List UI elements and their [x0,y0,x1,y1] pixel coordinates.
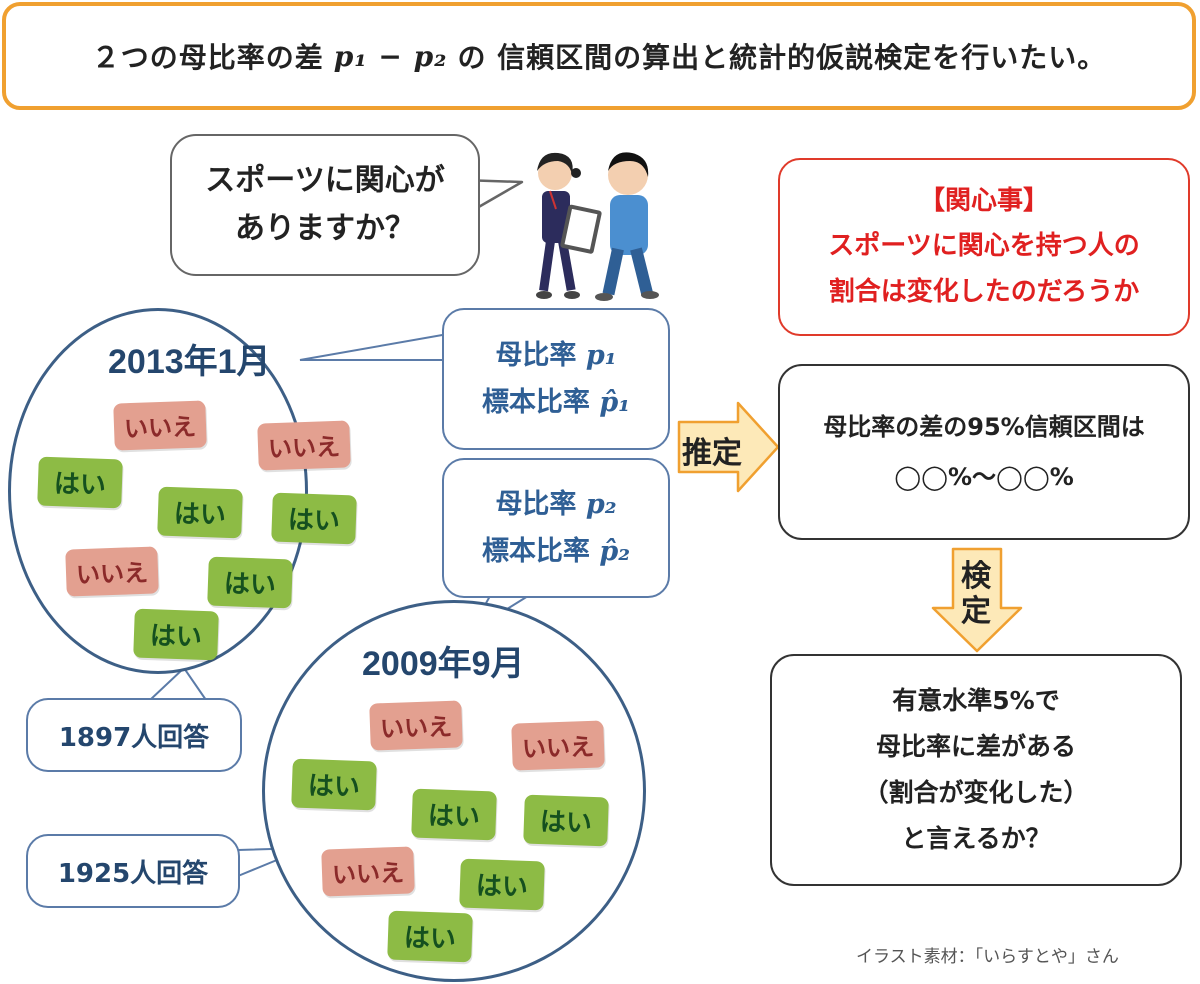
question-bubble: スポーツに関心が ありますか？ [170,134,480,276]
people-illustration [536,152,659,301]
title-suffix: の 信頼区間の算出と統計的仮説検定を行いたい。 [457,41,1107,74]
survey-year-2009: 2009年9月 [362,645,525,683]
respondents-2009: 1925人回答 [57,858,209,889]
answer-yes-chip: はい [459,858,545,911]
confidence-interval-box: 母比率の差の95%信頼区間は ◯◯%～◯◯% [778,364,1190,540]
interest-heading: 【関心事】 [918,185,1049,216]
estimate-label: 推定 [682,436,742,471]
interval-line-2: ◯◯%～◯◯% [894,463,1074,491]
test-line-2: 母比率に差がある [875,731,1076,761]
sample-proportion-1: 標本比率 p̂₁ [481,387,631,418]
survey-year-2013: 2013年1月 [108,343,271,381]
proportion-box-1: 母比率 p₁ 標本比率 p̂₁ [442,308,670,450]
symbol-p1: p₁ [585,339,617,371]
answer-yes-chip: はい [291,758,377,811]
interest-box: 【関心事】 スポーツに関心を持つ人の 割合は変化したのだろうか [778,158,1190,336]
answer-no-chip: いいえ [369,700,463,751]
respondents-2013: 1897人回答 [58,722,210,753]
answer-no-chip: いいえ [321,846,415,897]
answer-yes-chip: はい [523,794,609,847]
test-label: 検 定 [961,559,991,629]
arrow-right-icon [677,401,780,493]
answer-no-chip: いいえ [257,420,351,471]
title-box: ２つの母比率の差 p₁ − p₂ の 信頼区間の算出と統計的仮説検定を行いたい。 [2,2,1196,110]
title-math: p₁ − p₂ [333,39,448,73]
answer-yes-chip: はい [37,456,123,509]
title-prefix: ２つの母比率の差 [91,41,324,74]
question-line-2: ありますか？ [235,211,415,246]
question-line-1: スポーツに関心が [205,163,445,198]
respondents-box-2009: 1925人回答 [26,834,240,908]
hypothesis-test-box: 有意水準5%で 母比率に差がある （割合が変化した） と言えるか？ [770,654,1182,886]
answer-no-chip: いいえ [65,546,159,597]
answer-no-chip: いいえ [511,720,605,771]
interest-line-2: 割合は変化したのだろうか [828,276,1140,307]
test-line-3: （割合が変化した） [863,778,1089,807]
answer-yes-chip: はい [411,788,497,841]
sample-proportion-2: 標本比率 p̂₂ [481,536,631,567]
interval-line-1: 母比率の差の95%信頼区間は [823,412,1145,441]
proportion-box-2: 母比率 p₂ 標本比率 p̂₂ [442,458,670,598]
answer-yes-chip: はい [207,556,293,609]
answer-yes-chip: はい [387,910,473,963]
respondents-box-2013: 1897人回答 [26,698,242,772]
answer-yes-chip: はい [271,492,357,545]
symbol-p2: p₂ [585,488,617,520]
test-line-1: 有意水準5%で [892,685,1060,715]
arrow-down-icon [931,547,1023,653]
population-proportion-2: 母比率 p₂ [495,488,617,520]
interest-line-1: スポーツに関心を持つ人の [828,231,1140,262]
symbol-p1-hat: p̂₁ [599,387,631,418]
test-line-4: と言えるか？ [901,824,1051,854]
answer-no-chip: いいえ [113,400,207,451]
answer-yes-chip: はい [133,608,219,661]
population-proportion-1: 母比率 p₁ [495,339,617,371]
symbol-p2-hat: p̂₂ [599,536,631,567]
illustration-credit: イラスト素材：「いらすとや」さん [856,947,1119,966]
answer-yes-chip: はい [157,486,243,539]
